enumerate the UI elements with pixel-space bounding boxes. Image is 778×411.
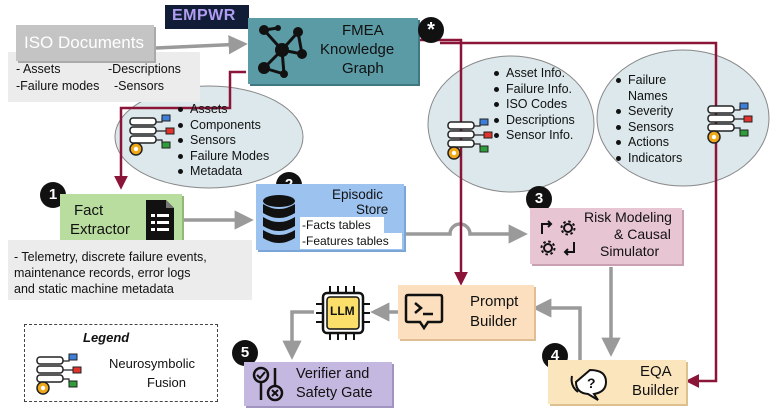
features-tables-tab bbox=[300, 233, 402, 249]
kg-bubble-right-shape bbox=[596, 49, 770, 187]
kg-bubble-left-list: Assets Components Sensors Failure Modes … bbox=[176, 102, 269, 180]
telemetry-note-line3: and static machine metadata bbox=[14, 282, 174, 296]
kg-right-item: Actions bbox=[614, 135, 682, 151]
prompt-builder-box: Prompt Builder bbox=[398, 285, 534, 339]
facts-tables-label: -Facts tables bbox=[302, 218, 371, 232]
episodic-store-box: Episodic Store -Facts tables -Features t… bbox=[256, 184, 404, 250]
eqa-builder-line1: EQA bbox=[640, 363, 672, 380]
terminal-chat-icon bbox=[404, 293, 444, 331]
verifier-step-number: 5 bbox=[240, 344, 250, 361]
verification-icon bbox=[252, 366, 284, 402]
facts-tables-tab bbox=[300, 217, 384, 233]
features-tables-label: -Features tables bbox=[302, 234, 389, 248]
iso-documents-header: ISO Documents bbox=[16, 25, 154, 61]
iso-documents-title: ISO Documents bbox=[24, 33, 144, 52]
kg-star-badge: * bbox=[418, 17, 444, 43]
kg-title-line2: Knowledge bbox=[320, 41, 395, 58]
iso-item-assets: - Assets bbox=[16, 62, 61, 76]
kg-left-item: Metadata bbox=[176, 164, 269, 180]
verifier-line2: Safety Gate bbox=[296, 385, 373, 401]
network-graph-icon bbox=[258, 25, 307, 78]
risk-modeling-line3: Simulator bbox=[600, 243, 660, 259]
kg-mid-item: ISO Codes bbox=[492, 97, 575, 113]
verifier-box: Verifier and Safety Gate bbox=[244, 362, 392, 406]
risk-modeling-box: Risk Modeling & Causal Simulator bbox=[530, 208, 682, 264]
kg-mid-item: Failure Info. bbox=[492, 82, 575, 98]
episodic-store-line1: Episodic bbox=[332, 187, 384, 202]
kg-right-item: Severity bbox=[614, 104, 682, 120]
fact-extractor-box: Fact Extractor bbox=[60, 194, 182, 246]
fact-extractor-line1: Fact bbox=[74, 202, 104, 219]
kg-mid-item: Descriptions bbox=[492, 113, 575, 129]
telemetry-note-panel bbox=[8, 240, 252, 300]
kg-left-item: Sensors bbox=[176, 133, 269, 149]
kg-star: * bbox=[427, 19, 435, 41]
eqa-builder-step-number: 4 bbox=[550, 347, 560, 364]
llm-chip-icon bbox=[316, 286, 370, 340]
arrow-kg-to-fact bbox=[114, 70, 246, 190]
risk-modeling-step-number: 3 bbox=[534, 190, 544, 207]
verifier-step-badge: 5 bbox=[232, 340, 258, 366]
kg-title-line3: Graph bbox=[342, 60, 384, 77]
risk-modeling-line2: & Causal bbox=[614, 226, 671, 242]
arrow-store-to-risk bbox=[402, 222, 528, 244]
document-icon bbox=[146, 200, 174, 240]
kg-bubble-mid-list: Asset Info. Failure Info. ISO Codes Desc… bbox=[492, 66, 575, 144]
llm-label: LLM bbox=[330, 304, 355, 318]
fact-extractor-line2: Extractor bbox=[70, 221, 131, 238]
iso-item-failure-modes: -Failure modes bbox=[16, 79, 100, 93]
prompt-builder-line2: Builder bbox=[470, 313, 517, 330]
telemetry-note-line1: - Telemetry, discrete failure events, bbox=[14, 250, 207, 264]
question-chat-icon: ? bbox=[570, 368, 608, 401]
kg-bubble-left-shape bbox=[114, 85, 304, 189]
kg-mid-item: Sensor Info. bbox=[492, 128, 575, 144]
empwr-badge: EMPWR bbox=[165, 5, 249, 29]
fact-extractor-step-number: 1 bbox=[48, 186, 58, 203]
fmea-knowledge-graph-box: FMEA Knowledge Graph bbox=[248, 18, 418, 84]
workflow-gears-icon bbox=[540, 220, 576, 256]
legend-title: Legend bbox=[83, 330, 130, 345]
kg-right-item-cont: Names bbox=[628, 88, 668, 103]
kg-bubble-right-list: Failure Names Severity Sensors Actions I… bbox=[614, 73, 682, 166]
neurosymbolic-fusion-icon-mid bbox=[447, 118, 493, 160]
kg-left-item: Assets bbox=[176, 102, 269, 118]
risk-modeling-line1: Risk Modeling bbox=[584, 209, 672, 225]
eqa-builder-box: ? EQA Builder bbox=[548, 360, 686, 404]
legend-box: Legend Neurosymbolic Fusion bbox=[24, 324, 218, 402]
telemetry-note-line2: maintenance records, error logs bbox=[14, 266, 191, 280]
episodic-store-line2: Store bbox=[356, 202, 389, 217]
svg-text:?: ? bbox=[587, 375, 596, 391]
arrow-llm-to-verifier bbox=[282, 310, 314, 360]
eqa-builder-line2: Builder bbox=[632, 382, 679, 399]
empwr-label: EMPWR bbox=[172, 7, 236, 24]
kg-left-item: Failure Modes bbox=[176, 149, 269, 165]
risk-modeling-step-badge: 3 bbox=[526, 186, 552, 212]
iso-item-sensors: -Sensors bbox=[114, 79, 165, 93]
legend-neurosymbolic-icon bbox=[36, 353, 82, 395]
legend-item-line1: Neurosymbolic bbox=[109, 356, 195, 371]
database-icon bbox=[263, 195, 295, 243]
arrow-kg-to-eqa bbox=[440, 41, 718, 388]
kg-mid-item: Asset Info. bbox=[492, 66, 575, 82]
kg-left-item: Components bbox=[176, 118, 269, 134]
kg-right-item: Sensors bbox=[614, 120, 682, 136]
verifier-line1: Verifier and bbox=[296, 366, 370, 382]
legend-item-line2: Fusion bbox=[147, 375, 187, 390]
neurosymbolic-fusion-icon-right bbox=[707, 102, 753, 144]
kg-title-line1: FMEA bbox=[342, 22, 384, 39]
prompt-builder-line1: Prompt bbox=[470, 293, 519, 310]
kg-right-item: Indicators bbox=[614, 151, 682, 167]
arrow-iso-to-kg bbox=[155, 35, 248, 55]
kg-bubble-mid-shape bbox=[427, 55, 595, 193]
neurosymbolic-fusion-icon bbox=[129, 114, 175, 156]
iso-item-descriptions: -Descriptions bbox=[108, 62, 181, 76]
kg-right-item: Failure bbox=[614, 73, 682, 89]
